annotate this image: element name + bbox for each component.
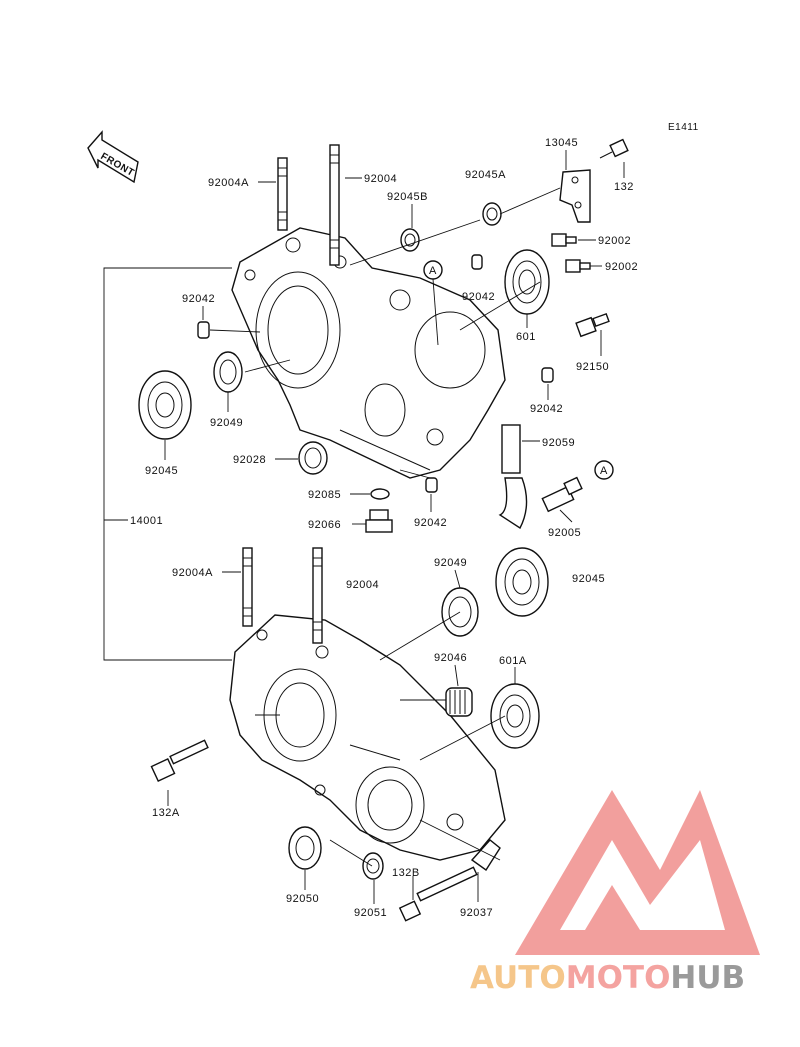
fitting-92005: [541, 476, 583, 513]
label-92045A: 92045A: [465, 169, 506, 181]
needle-bearing-92046: [445, 687, 473, 717]
label-92042-mid: 92042: [530, 403, 563, 415]
svg-text:A: A: [429, 265, 437, 277]
svg-text:A: A: [600, 465, 608, 477]
screw-92002-b: [565, 259, 591, 273]
label-92042-left: 92042: [182, 293, 215, 305]
watermark-text: AUTOMOTOHUB: [470, 960, 745, 996]
bolt-132: [599, 138, 629, 159]
label-92004-top: 92004: [364, 173, 397, 185]
label-92150: 92150: [576, 361, 609, 373]
label-92059: 92059: [542, 437, 575, 449]
bracket-13045: [559, 169, 591, 223]
callout-A-2: A: [594, 460, 614, 480]
bolt-132B: [398, 866, 478, 922]
oil-seal-92045B: [400, 228, 420, 252]
leader-lines: [164, 150, 625, 904]
fitting-92150: [575, 312, 610, 338]
label-132B: 132B: [392, 867, 420, 879]
seal-92051: [362, 852, 384, 880]
watermark-part-auto: AUTO: [470, 960, 566, 996]
bushing-92028: [298, 441, 328, 475]
clamp-92037: [470, 839, 501, 871]
callout-A-1: A: [423, 260, 443, 346]
bracket-14001: [103, 267, 232, 661]
label-92004-low: 92004: [346, 579, 379, 591]
screw-92002-a: [551, 233, 577, 247]
label-92051: 92051: [354, 907, 387, 919]
label-92028: 92028: [233, 454, 266, 466]
figure-code: E1411: [668, 122, 699, 133]
label-92085: 92085: [308, 489, 341, 501]
label-92042-right: 92042: [462, 291, 495, 303]
label-92042-low: 92042: [414, 517, 447, 529]
label-14001: 14001: [130, 515, 163, 527]
dowel-92042-left: [197, 321, 210, 339]
hose-92059: [498, 424, 528, 530]
seal-92049-top: [213, 351, 243, 393]
dowel-92042-low: [425, 477, 438, 493]
label-92046: 92046: [434, 652, 467, 664]
label-601A: 601A: [499, 655, 527, 667]
label-601: 601: [516, 331, 536, 343]
label-92066: 92066: [308, 519, 341, 531]
bearing-601A: [490, 683, 540, 749]
bearing-601: [504, 249, 550, 315]
label-13045: 13045: [545, 137, 578, 149]
stud-92004-top: [329, 144, 340, 266]
label-92049-top: 92049: [210, 417, 243, 429]
watermark-logo: [515, 790, 760, 955]
upper-crankcase: [231, 227, 506, 479]
bolt-132A: [150, 739, 209, 782]
front-arrow-icon: FRONT: [87, 130, 139, 184]
label-92045-left: 92045: [145, 465, 178, 477]
label-92045B: 92045B: [387, 191, 428, 203]
washer-92085: [370, 488, 390, 500]
stud-92004-low: [312, 547, 323, 644]
oil-seal-92045A: [482, 202, 502, 226]
label-92004A-top: 92004A: [208, 177, 249, 189]
stud-92004A-low: [242, 547, 253, 627]
dowel-92042-mid: [541, 367, 554, 383]
part-labels: E1411 92004A 92004 92045A 13045 132 9204…: [130, 122, 699, 919]
label-132A: 132A: [152, 807, 180, 819]
lower-crankcase: [229, 614, 506, 861]
label-92004A-low: 92004A: [172, 567, 213, 579]
label-92002-a: 92002: [598, 235, 631, 247]
label-92037: 92037: [460, 907, 493, 919]
watermark-part-moto: MOTO: [565, 960, 671, 996]
bearing-92045-right: [495, 547, 549, 617]
label-92049-low: 92049: [434, 557, 467, 569]
dowel-92042-right: [471, 254, 483, 270]
label-92002-b: 92002: [605, 261, 638, 273]
bearing-92045-left: [138, 370, 192, 440]
label-92045-right: 92045: [572, 573, 605, 585]
label-132: 132: [614, 181, 634, 193]
plug-92066: [365, 509, 393, 533]
label-92005: 92005: [548, 527, 581, 539]
stud-92004A-top: [277, 157, 288, 231]
label-92050: 92050: [286, 893, 319, 905]
watermark-part-hub: HUB: [670, 960, 746, 996]
seal-92050: [288, 826, 322, 870]
